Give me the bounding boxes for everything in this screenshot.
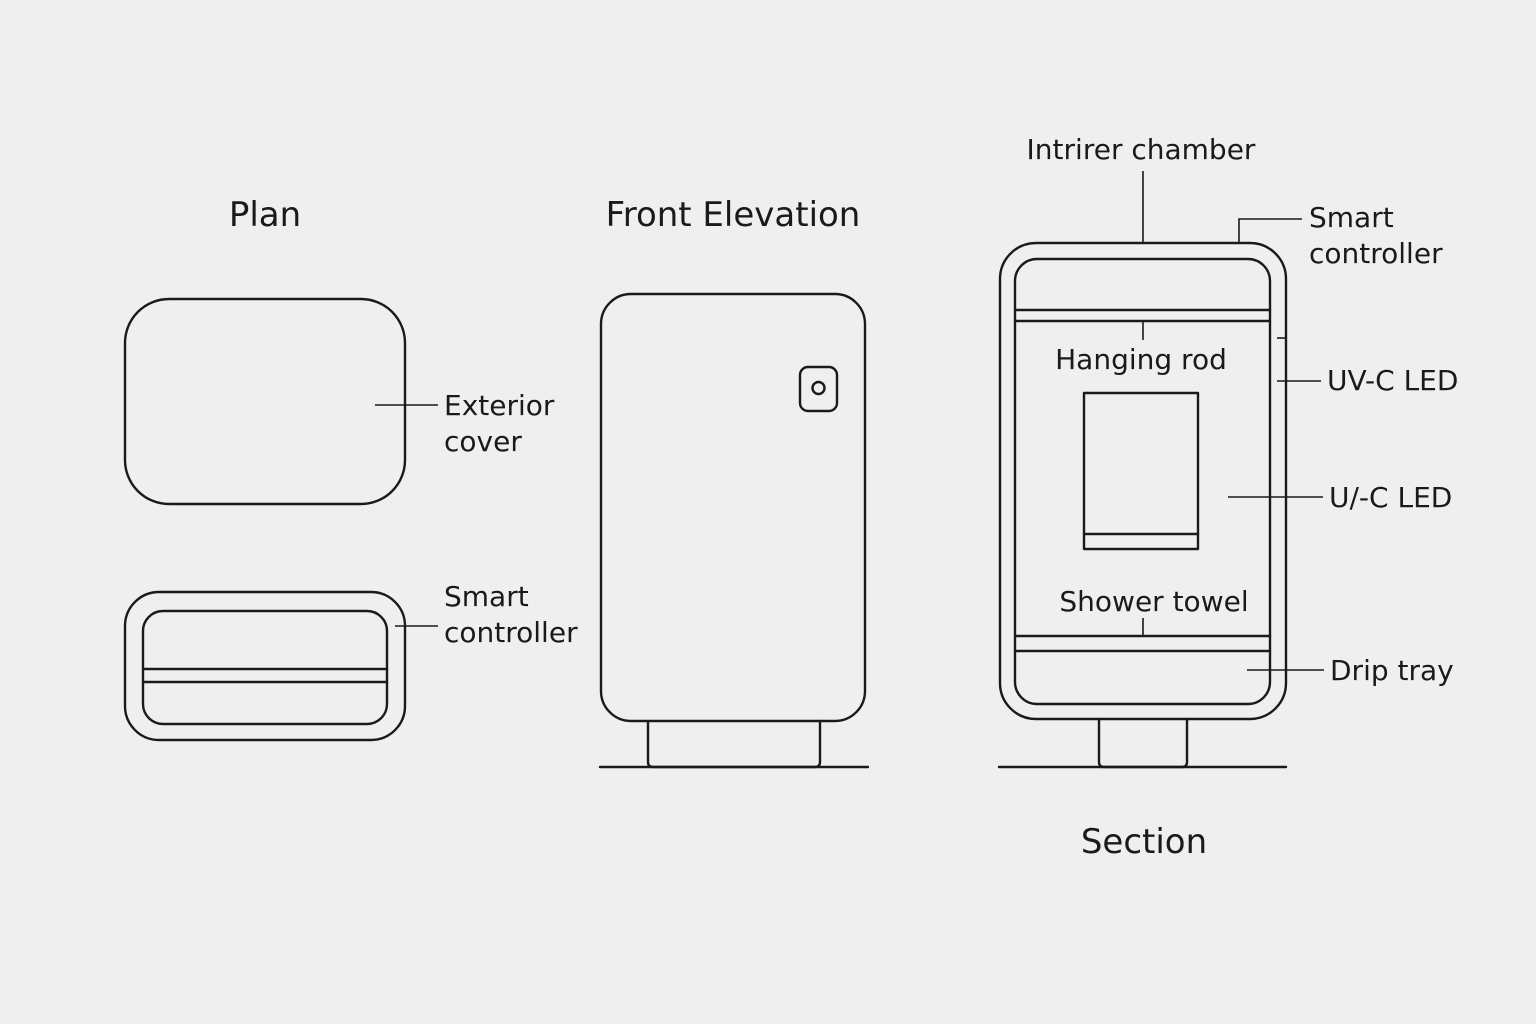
plan-lower-unit-outer — [123, 590, 407, 742]
front-base-stand — [646, 719, 822, 769]
section-smart-controller-leader — [1238, 218, 1302, 243]
plan-smart-controller-label-line2: controller — [444, 616, 578, 649]
plan-lower-unit-inner — [141, 609, 389, 726]
plan-title: Plan — [229, 195, 301, 235]
section-base-stand — [1097, 717, 1189, 769]
plan-exterior-cover-label-line2: cover — [444, 425, 522, 458]
front-elevation-view: Front Elevation — [598, 195, 870, 769]
section-smart-controller-label-line2: controller — [1309, 237, 1443, 270]
shower-towel-shape — [1082, 391, 1200, 551]
section-hanging-rod-label: Hanging rod — [1055, 343, 1227, 376]
section-outer-shell — [998, 241, 1288, 721]
section-smart-controller-label-line1: Smart — [1309, 201, 1394, 234]
plan-view: Plan Exterior cover Smart controller — [123, 195, 578, 742]
section-uvc-led-2-label: U/-C LED — [1329, 481, 1452, 514]
power-button-icon — [811, 380, 826, 396]
section-drip-tray-label: Drip tray — [1330, 654, 1454, 687]
section-uvc-led-1-label: UV-C LED — [1327, 364, 1458, 397]
section-view: Intrirer chamber Smart controller Hangin… — [997, 133, 1458, 862]
front-cabinet-body — [599, 292, 867, 723]
front-elevation-title: Front Elevation — [606, 195, 861, 235]
section-shower-towel-label: Shower towel — [1059, 585, 1248, 618]
section-title: Section — [1081, 822, 1207, 862]
plan-exterior-cover-outline — [123, 297, 407, 506]
plan-exterior-cover-label-line1: Exterior — [444, 389, 555, 422]
section-interior-chamber-label: Intrirer chamber — [1027, 133, 1256, 166]
front-control-panel — [798, 365, 839, 413]
section-interior-chamber — [1013, 257, 1272, 706]
plan-smart-controller-label-line1: Smart — [444, 580, 529, 613]
